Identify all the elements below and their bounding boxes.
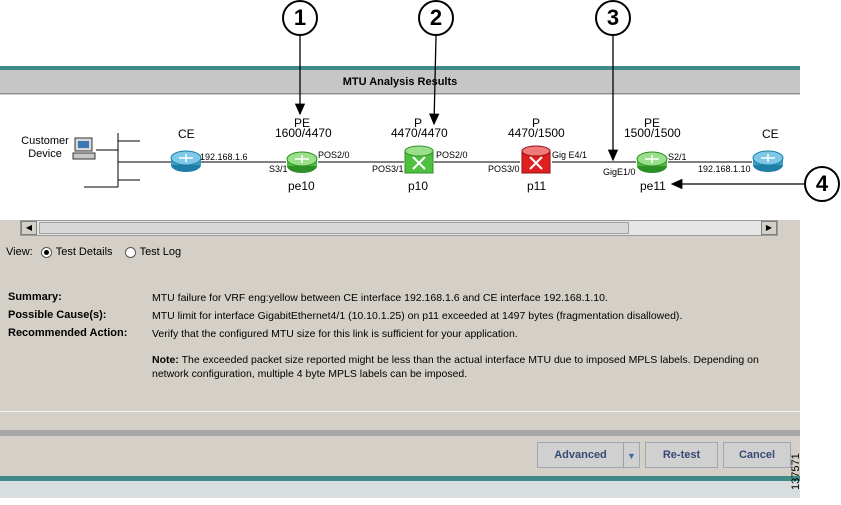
window-footer — [0, 481, 800, 498]
router-p11-icon — [521, 145, 551, 174]
node-p10-name: p10 — [408, 179, 429, 193]
top-rule — [0, 66, 800, 70]
router-ce-left-icon — [170, 150, 202, 172]
advanced-button-label: Advanced — [554, 449, 607, 461]
router-pe10-icon — [286, 151, 318, 173]
panel-separator — [0, 411, 800, 412]
node-ce-right-role: CE — [762, 127, 779, 141]
note-body: The exceeded packet size reported might … — [152, 354, 759, 380]
radio-test-log-label[interactable]: Test Log — [139, 246, 182, 258]
p11-right-if: Gig E4/1 — [552, 150, 588, 160]
node-p10-role: P — [414, 116, 423, 130]
callout-3: 3 — [595, 0, 631, 36]
node-p11-mtu: 4470/1500 — [508, 126, 565, 140]
view-label: View: — [6, 246, 33, 258]
callout-2: 2 — [418, 0, 454, 36]
view-selector: View: Test Details Test Log — [6, 246, 181, 258]
summary-label: Summary: — [8, 291, 62, 303]
figure-number: 137571 — [790, 453, 802, 490]
customer-device-label: Customer Device — [21, 135, 69, 160]
callout-4: 4 — [804, 166, 840, 202]
button-bar-band — [0, 430, 800, 436]
p10-left-if: POS3/1 — [372, 164, 404, 174]
retest-button[interactable]: Re-test — [645, 442, 718, 468]
node-p11-role: P — [532, 116, 541, 130]
cause-text: MTU limit for interface GigabitEthernet4… — [152, 310, 683, 322]
cancel-button[interactable]: Cancel — [723, 442, 791, 468]
node-pe11-mtu: 1500/1500 — [624, 126, 681, 140]
p10-right-if: POS2/0 — [436, 150, 468, 160]
topology-links — [84, 133, 752, 188]
summary-text: MTU failure for VRF eng:yellow between C… — [152, 292, 608, 304]
pe10-left-if: S3/1 — [269, 164, 288, 174]
radio-test-log[interactable] — [124, 246, 136, 258]
dropdown-arrow-icon[interactable]: ▼ — [623, 443, 639, 467]
note-text: Note: The exceeded packet size reported … — [152, 353, 782, 381]
node-pe11-role: PE — [644, 116, 661, 130]
scroll-right-icon[interactable]: ▶ — [761, 221, 777, 235]
radio-test-details[interactable] — [40, 246, 52, 258]
node-pe10-role: PE — [294, 116, 311, 130]
advanced-button[interactable]: Advanced ▼ — [537, 442, 640, 468]
router-ce-right-icon — [752, 150, 784, 172]
test-details-panel: Summary: MTU failure for VRF eng:yellow … — [0, 263, 800, 411]
node-pe10-name: pe10 — [288, 179, 315, 193]
action-label: Recommended Action: — [8, 327, 128, 339]
scroll-left-icon[interactable]: ◀ — [21, 221, 37, 235]
bottom-rule — [0, 476, 800, 481]
pc-icon — [72, 137, 96, 160]
node-ce-left-role: CE — [178, 127, 195, 141]
router-p10-icon — [404, 145, 434, 174]
window-title: MTU Analysis Results — [0, 70, 800, 94]
node-p11-name: p11 — [527, 179, 547, 193]
p11-left-if: POS3/0 — [488, 164, 520, 174]
diagram-horizontal-scrollbar[interactable]: ◀ ▶ — [20, 220, 778, 236]
callout-1: 1 — [282, 0, 318, 36]
pe11-right-if: S2/1 — [668, 152, 687, 162]
node-pe10-mtu: 1600/4470 — [275, 126, 332, 140]
ce-left-ip: 192.168.1.6 — [200, 152, 248, 162]
router-pe11-icon — [636, 151, 668, 173]
radio-test-details-label[interactable]: Test Details — [55, 246, 113, 258]
scrollbar-thumb[interactable] — [39, 222, 629, 234]
note-label: Note: — [152, 354, 179, 366]
node-p10-mtu: 4470/4470 — [391, 126, 448, 140]
topology-diagram: Customer Device CE 192.168.1.6 PE 1600/4… — [0, 95, 800, 220]
action-text: Verify that the configured MTU size for … — [152, 328, 518, 340]
ce-right-ip: 192.168.1.10 — [698, 164, 751, 174]
cause-label: Possible Cause(s): — [8, 309, 107, 321]
node-pe11-name: pe11 — [640, 179, 666, 193]
pe11-left-if: GigE1/0 — [603, 167, 636, 177]
pe10-right-if: POS2/0 — [318, 150, 350, 160]
